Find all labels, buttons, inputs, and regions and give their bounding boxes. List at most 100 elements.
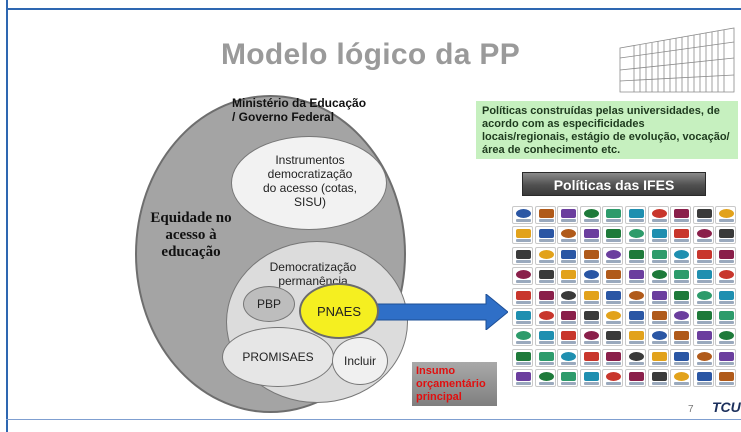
university-logo-icon bbox=[715, 226, 737, 245]
permanencia-line-1: Democratização bbox=[269, 260, 357, 274]
incluir-label: Incluir bbox=[343, 354, 376, 368]
university-logo-icon bbox=[579, 308, 601, 326]
university-logo-icon bbox=[647, 369, 669, 388]
university-logo-icon bbox=[534, 308, 556, 326]
university-logo-icon bbox=[557, 267, 579, 286]
insumo-line-1: Insumo bbox=[416, 365, 456, 377]
university-logo-icon bbox=[579, 206, 601, 224]
incluir-ellipse bbox=[332, 337, 388, 385]
university-logo-icon bbox=[579, 328, 601, 347]
university-logo-icon bbox=[692, 287, 714, 306]
instrumentos-line-1: Instrumentos bbox=[275, 153, 345, 167]
university-logo-icon bbox=[579, 287, 601, 306]
university-logo-icon bbox=[715, 267, 737, 286]
university-logo-icon bbox=[670, 369, 692, 388]
frame-top-line bbox=[6, 8, 741, 10]
equidade-label: Equidade no acesso à educação bbox=[146, 210, 236, 261]
university-logo-icon bbox=[534, 246, 556, 265]
instrumentos-line-4: SISU) bbox=[293, 195, 326, 209]
university-logo-icon bbox=[534, 287, 556, 306]
university-logo-icon bbox=[602, 206, 624, 224]
university-logo-icon bbox=[647, 328, 669, 347]
university-logo-icon bbox=[602, 328, 624, 347]
permanencia-label: Democratização permanência bbox=[248, 260, 378, 288]
instrumentos-line-2: democratização bbox=[267, 167, 353, 181]
university-logo-icon bbox=[670, 328, 692, 347]
university-logo-icon bbox=[557, 348, 579, 367]
university-logo-icon bbox=[602, 287, 624, 306]
university-logo-icon bbox=[670, 226, 692, 245]
university-logo-icon bbox=[647, 246, 669, 265]
university-logo-icon bbox=[647, 308, 669, 326]
university-logo-icon bbox=[534, 369, 556, 388]
university-logo-icon bbox=[557, 369, 579, 388]
university-logo-icon bbox=[534, 348, 556, 367]
ifes-policies-title: Políticas das IFES bbox=[522, 172, 706, 196]
university-logo-icon bbox=[512, 246, 533, 265]
university-logo-icon bbox=[692, 206, 714, 224]
university-logo-icon bbox=[692, 226, 714, 245]
frame-bottom-line bbox=[6, 419, 741, 420]
university-logo-icon bbox=[579, 369, 601, 388]
university-logo-icon bbox=[512, 287, 533, 306]
university-logo-icon bbox=[715, 328, 737, 347]
university-logo-icon bbox=[715, 348, 737, 367]
universities-policies-description: Políticas construídas pelas universidade… bbox=[476, 101, 738, 159]
university-logo-icon bbox=[625, 267, 646, 286]
equidade-line-2: acesso à bbox=[165, 227, 217, 243]
university-logo-icon bbox=[625, 348, 646, 367]
university-logo-icon bbox=[670, 246, 692, 265]
building-illustration bbox=[619, 27, 735, 93]
university-logo-icon bbox=[647, 226, 669, 245]
university-logo-icon bbox=[647, 348, 669, 367]
insumo-box: Insumo orçamentário principal bbox=[412, 362, 497, 406]
instrumentos-line-3: do acesso (cotas, bbox=[262, 181, 358, 195]
university-logo-icon bbox=[692, 328, 714, 347]
pnaes-ellipse bbox=[299, 283, 379, 339]
university-logo-icon bbox=[512, 206, 533, 224]
university-logo-icon bbox=[625, 308, 646, 326]
university-logo-icon bbox=[557, 206, 579, 224]
university-logo-icon bbox=[670, 348, 692, 367]
equidade-line-3: educação bbox=[161, 244, 221, 260]
university-logo-icon bbox=[512, 308, 533, 326]
ministry-label-line-2: / Governo Federal bbox=[232, 110, 335, 124]
university-logo-icon bbox=[557, 287, 579, 306]
page-number: 7 bbox=[688, 404, 694, 415]
tcu-logo: TCU bbox=[712, 399, 741, 415]
university-logo-icon bbox=[692, 267, 714, 286]
pbp-label: PBP bbox=[256, 297, 281, 311]
university-logo-icon bbox=[602, 369, 624, 388]
university-logo-icon bbox=[670, 206, 692, 224]
university-logo-icon bbox=[602, 246, 624, 265]
university-logo-icon bbox=[602, 267, 624, 286]
university-logos-grid bbox=[512, 206, 740, 390]
promisaes-ellipse bbox=[222, 327, 334, 387]
instrumentos-label: Instrumentos democratização do acesso (c… bbox=[240, 153, 380, 209]
university-logo-icon bbox=[579, 348, 601, 367]
university-logo-icon bbox=[715, 206, 737, 224]
university-logo-icon bbox=[692, 369, 714, 388]
university-logo-icon bbox=[534, 328, 556, 347]
equidade-line-1: Equidade no bbox=[150, 210, 232, 226]
ministry-label-line-1: Ministério da Educação bbox=[232, 96, 367, 110]
insumo-line-2: orçamentário bbox=[416, 378, 486, 390]
university-logo-icon bbox=[692, 308, 714, 326]
pbp-ellipse bbox=[243, 286, 295, 322]
university-logo-icon bbox=[534, 267, 556, 286]
university-logo-icon bbox=[602, 226, 624, 245]
frame-left-line bbox=[6, 0, 8, 432]
university-logo-icon bbox=[557, 246, 579, 265]
university-logo-icon bbox=[557, 328, 579, 347]
ministry-label: Ministério da Educação / Governo Federal bbox=[232, 96, 382, 124]
university-logo-icon bbox=[692, 348, 714, 367]
university-logo-icon bbox=[625, 246, 646, 265]
university-logo-icon bbox=[625, 287, 646, 306]
university-logo-icon bbox=[647, 206, 669, 224]
instrumentos-ellipse bbox=[231, 136, 387, 230]
university-logo-icon bbox=[512, 328, 533, 347]
university-logo-icon bbox=[670, 308, 692, 326]
university-logo-icon bbox=[715, 287, 737, 306]
insumo-line-3: principal bbox=[416, 391, 462, 403]
university-logo-icon bbox=[512, 226, 533, 245]
